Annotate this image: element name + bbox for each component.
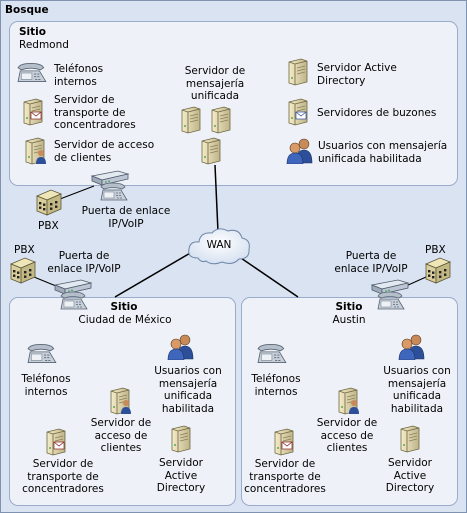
austin-site-name: Austin xyxy=(332,314,366,326)
redmond-um-label: Servidor de mensajería unificada xyxy=(184,65,246,102)
users-icon xyxy=(286,138,314,164)
mexico-gateway-label: Puerta de enlace IP/VoIP xyxy=(47,250,121,275)
mexico-site-label: Sitio xyxy=(110,301,138,313)
pbx-icon xyxy=(35,188,63,216)
mexico-users-label: Usuarios con mensajería unificada habili… xyxy=(154,365,222,415)
redmond-mailbox-label: Servidores de buzones xyxy=(317,107,437,119)
ad-server-icon xyxy=(170,425,192,453)
wan-label: WAN xyxy=(206,239,232,251)
um-server-icon xyxy=(180,106,202,134)
mexico-cas-label: Servidor de acceso de clientes xyxy=(90,417,152,454)
client-access-server-icon xyxy=(22,137,46,165)
austin-users-label: Usuarios con mensajería unificada habili… xyxy=(383,365,451,415)
link-wan-mexico xyxy=(114,251,193,298)
mail-server-icon xyxy=(45,428,67,456)
austin-gateway-label: Puerta de enlace IP/VoIP xyxy=(334,250,408,275)
mexico-pbx-label: PBX xyxy=(14,244,35,256)
client-access-server-icon xyxy=(107,387,131,415)
pbx-icon xyxy=(9,256,37,284)
mexico-site-name: Ciudad de México xyxy=(78,314,172,326)
users-icon xyxy=(398,334,426,360)
mexico-phones-label: Teléfonos internos xyxy=(21,373,71,398)
users-icon xyxy=(167,334,195,360)
austin-ad-label: Servidor Active Directory xyxy=(385,457,435,494)
austin-phones-label: Teléfonos internos xyxy=(251,373,301,398)
austin-site-label: Sitio xyxy=(335,301,363,313)
um-server-icon xyxy=(210,106,232,134)
redmond-hub-label: Servidor de transporte de concentradores xyxy=(54,94,136,131)
link-um-wan xyxy=(214,164,219,233)
redmond-users-label: Usuarios con mensajería unificada habili… xyxy=(318,140,448,165)
client-access-server-icon xyxy=(335,387,359,415)
austin-hub-label: Servidor de transporte de concentradores xyxy=(244,458,326,495)
mail-server-icon xyxy=(22,98,44,126)
link-wan-austin xyxy=(234,253,299,298)
mexico-hub-label: Servidor de transporte de concentradores xyxy=(22,458,104,495)
ad-server-icon xyxy=(287,58,309,86)
link-pbx-gateway-redmond xyxy=(59,185,95,200)
mexico-ad-label: Servidor Active Directory xyxy=(156,457,206,494)
redmond-site-name: Redmond xyxy=(19,39,69,51)
phone-icon xyxy=(17,62,49,84)
phone-icon xyxy=(257,343,289,365)
austin-cas-label: Servidor de acceso de clientes xyxy=(316,417,378,454)
link-pbx-gateway-austin xyxy=(405,276,427,287)
link-pbx-gateway-mexico xyxy=(33,276,57,287)
mailbox-server-icon xyxy=(287,98,309,126)
pbx-icon xyxy=(424,256,452,284)
um-server-icon xyxy=(200,137,222,165)
forest-label: Bosque xyxy=(5,4,49,16)
redmond-site-label: Sitio xyxy=(19,26,46,38)
redmond-phones-label: Teléfonos internos xyxy=(54,63,104,88)
site-redmond xyxy=(9,21,458,186)
redmond-gateway-label: Puerta de enlace IP/VoIP xyxy=(81,205,171,230)
mail-server-icon xyxy=(273,428,295,456)
redmond-cas-label: Servidor de acceso de clientes xyxy=(54,139,155,164)
phone-icon xyxy=(27,343,59,365)
austin-pbx-label: PBX xyxy=(425,244,446,256)
phone-icon xyxy=(377,291,407,311)
cloud-icon xyxy=(188,228,250,265)
phone-icon xyxy=(100,182,130,202)
phone-icon xyxy=(60,291,90,311)
redmond-ad-label: Servidor Active Directory xyxy=(317,62,397,87)
ad-server-icon xyxy=(399,425,421,453)
redmond-pbx-label: PBX xyxy=(38,220,59,232)
